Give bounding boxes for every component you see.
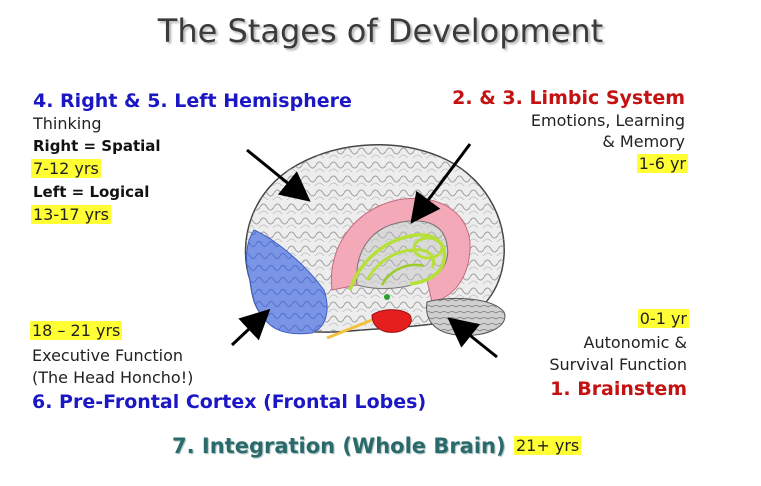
left-hemisphere-age: 13-17 yrs [31, 205, 111, 224]
limbic-line2: & Memory [602, 132, 685, 151]
arrow-to-prefrontal [230, 308, 271, 347]
arrow-to-limbic [410, 143, 472, 224]
limbic-line1: Emotions, Learning [530, 111, 685, 130]
left-hemisphere-label: Left = Logical [33, 183, 150, 201]
brainstem-heading: 1. Brainstem [550, 378, 687, 400]
brainstem-age: 0-1 yr [637, 309, 689, 328]
prefrontal-line1: Executive Function [32, 346, 184, 365]
prefrontal-age: 18 – 21 yrs [30, 321, 123, 340]
prefrontal-line2: (The Head Honcho!) [32, 368, 194, 387]
prefrontal-heading: 6. Pre-Frontal Cortex (Frontal Lobes) [32, 391, 427, 413]
arrow-to-brainstem [447, 317, 498, 359]
hemisphere-function: Thinking [33, 114, 102, 133]
limbic-age: 1-6 yr [636, 154, 688, 173]
brainstem-line2: Survival Function [549, 355, 687, 374]
integration-age: 21+ yrs [514, 436, 582, 455]
hemisphere-heading: 4. Right & 5. Left Hemisphere [33, 90, 352, 112]
integration-heading: 7. Integration (Whole Brain) [172, 434, 506, 458]
brainstem-line1: Autonomic & [583, 333, 687, 352]
limbic-heading: 2. & 3. Limbic System [452, 87, 685, 109]
brainstem-region [371, 309, 412, 333]
page-title: The Stages of Development [157, 12, 604, 50]
right-hemisphere-label: Right = Spatial [33, 137, 161, 155]
right-hemisphere-age: 7-12 yrs [31, 159, 101, 178]
arrow-to-hemisphere [246, 148, 311, 202]
